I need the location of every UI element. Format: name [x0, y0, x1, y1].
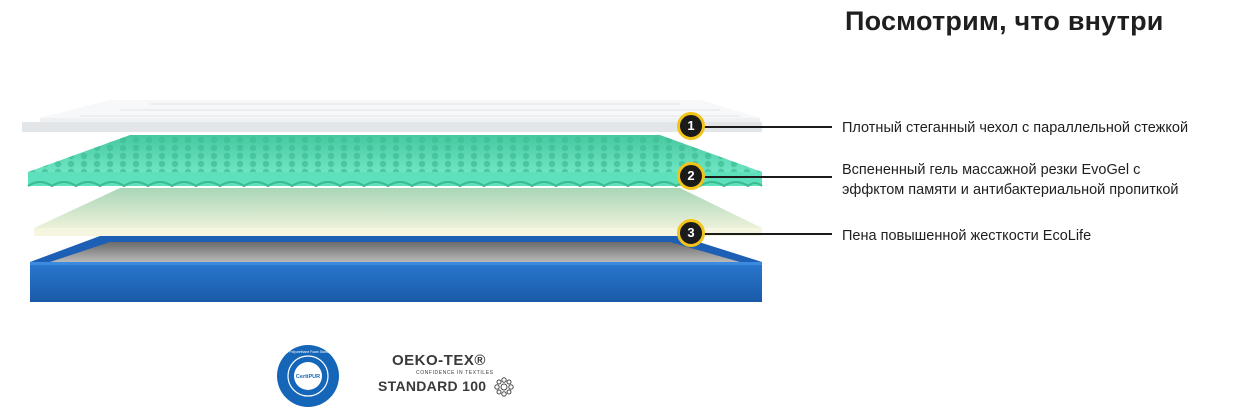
oeko-tex-badge: OEKO-TEX® CONFIDENCE IN TEXTILES STANDAR…: [378, 352, 518, 398]
page-title: Посмотрим, что внутри: [845, 6, 1164, 36]
oeko-tex-flower-icon: [494, 377, 514, 397]
layer-description-3: Пена повышенной жесткости EcoLife: [842, 228, 1092, 244]
oeko-tex-subtitle: CONFIDENCE IN TEXTILES: [416, 370, 494, 376]
layer-description-1: Плотный стеганный чехол с параллельной с…: [842, 120, 1189, 136]
foam-layer: [34, 188, 762, 236]
gel-layer: [27, 135, 763, 188]
certipur-badge: CertiPUR The Polyurethane Foam Standard: [277, 345, 339, 407]
layer-marker-2[interactable]: 2: [677, 162, 705, 190]
oeko-tex-title: OEKO-TEX®: [392, 352, 486, 369]
certipur-ring-text: The Polyurethane Foam Standard: [282, 350, 333, 354]
certipur-center-text: CertiPUR: [296, 374, 320, 380]
cover-layer: [22, 100, 762, 132]
layer-description-2: Вспененный гель массажной резки EvoGel с…: [842, 162, 1179, 198]
leader-line-1: [703, 126, 832, 128]
layer-marker-1[interactable]: 1: [677, 112, 705, 140]
oeko-tex-standard: STANDARD 100: [378, 378, 487, 395]
layer-marker-3[interactable]: 3: [677, 219, 705, 247]
leader-line-2: [703, 176, 832, 178]
leader-line-3: [703, 233, 832, 235]
base-layer: [30, 236, 762, 302]
